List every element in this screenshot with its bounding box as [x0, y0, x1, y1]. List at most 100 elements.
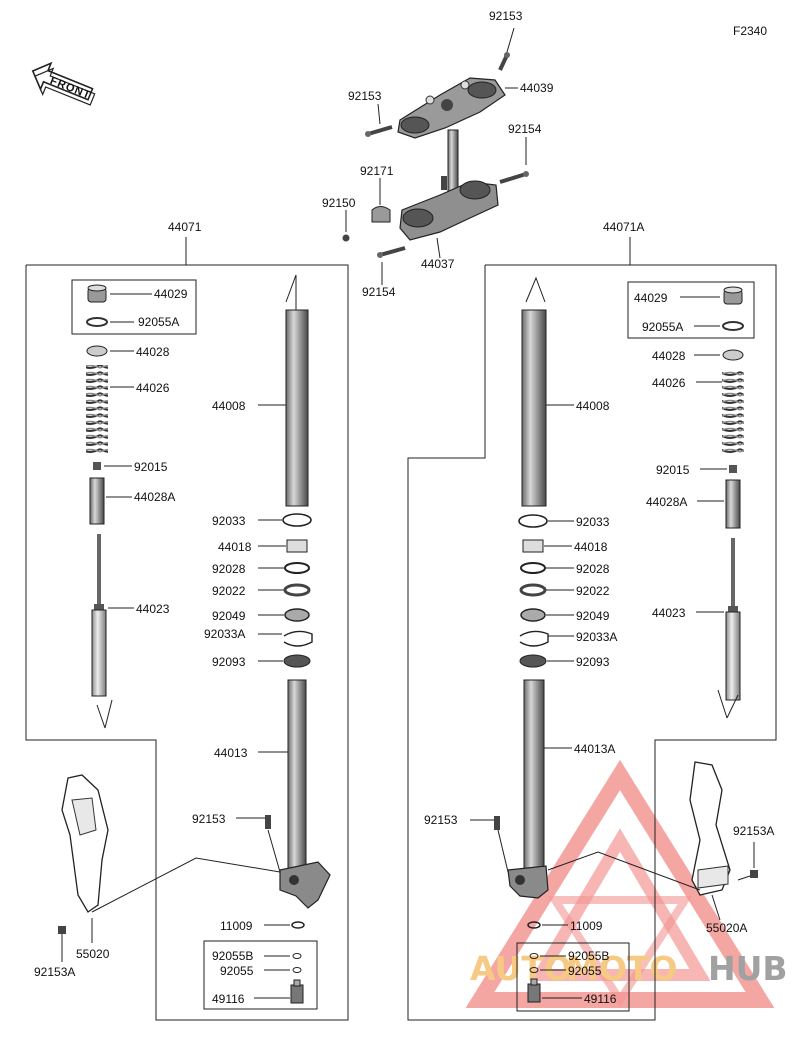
right-label-spring-seat: 44028	[652, 349, 686, 363]
right-label-cap: 44029	[634, 291, 668, 305]
right-label-axle-bolt: 92153	[424, 813, 458, 827]
right-label-oring-bottom: 11009	[570, 919, 603, 933]
right-label-seal: 92049	[576, 609, 610, 623]
right-label-dust-seal: 92093	[576, 655, 610, 669]
label-upper-clamp-bolt: 92153	[348, 89, 382, 103]
right-oring-c-icon	[529, 967, 539, 973]
left-guard-bolt-icon	[58, 926, 66, 934]
left-assembly-outline	[25, 264, 349, 1021]
right-valve-icon	[527, 978, 541, 1003]
left-bushing-icon	[286, 539, 308, 553]
right-fork-guard-icon	[689, 761, 731, 896]
watermark-part3: HUB	[708, 949, 788, 988]
right-guard-bolt-icon	[750, 870, 758, 878]
right-washer-a-icon	[520, 562, 546, 574]
right-label-clip: 92033A	[576, 630, 617, 644]
right-label-oring-cap: 92055A	[642, 320, 683, 334]
left-label-valve: 49116	[212, 992, 245, 1006]
right-cartridge-icon	[725, 538, 741, 701]
right-ring-a-icon	[518, 514, 548, 528]
left-outer-tube-icon	[285, 309, 309, 507]
right-spring-icon	[722, 369, 744, 455]
label-right-assembly: 44071A	[603, 220, 644, 234]
front-arrow-label: FRONT	[48, 75, 92, 102]
left-label-seal: 92049	[212, 609, 246, 623]
right-label-outer-tube: 44008	[576, 399, 610, 413]
left-label-oring-bottom: 11009	[220, 919, 253, 933]
left-washer-a-icon	[284, 562, 310, 574]
left-label-oring-b: 92055B	[212, 949, 253, 963]
right-label-collar: 44028A	[646, 495, 687, 509]
left-valve-icon	[290, 979, 304, 1004]
top-bolt-icon	[498, 52, 510, 71]
left-label-washer-a: 92028	[212, 562, 246, 576]
left-oring-b-icon	[292, 953, 302, 959]
right-fork: 44029 92055A 44028 44026 92015 44028A 44…	[424, 276, 774, 1012]
label-lower-clamp-bolt-right: 92154	[508, 122, 542, 136]
left-valve-box	[203, 940, 318, 1010]
right-label-cartridge: 44023	[652, 606, 686, 620]
left-axle-bolt-icon	[265, 815, 271, 829]
label-left-assembly: 44071	[168, 220, 202, 234]
right-cap-box	[627, 281, 755, 339]
left-label-clip: 92033A	[204, 627, 245, 641]
right-label-inner-tube: 44013A	[574, 742, 615, 756]
left-clip-icon	[283, 630, 313, 647]
left-cartridge-icon	[91, 534, 107, 697]
right-axle-bolt-icon	[494, 816, 500, 830]
clamp-spacer-icon	[371, 206, 391, 223]
right-valve-box	[516, 942, 630, 1012]
right-label-washer-b: 92022	[576, 584, 610, 598]
left-collar-icon	[89, 477, 105, 525]
right-label-washer-a: 92028	[576, 562, 610, 576]
watermark-triangle-icon	[465, 759, 775, 1008]
right-bushing-icon	[522, 539, 544, 553]
left-label-oring-c: 92055	[220, 964, 254, 978]
right-label-valve: 49116	[584, 992, 617, 1006]
upper-clamp-bolt-icon	[365, 125, 393, 137]
left-label-washer-b: 92022	[212, 584, 246, 598]
left-spring-icon	[86, 365, 108, 455]
left-label-inner-tube: 44013	[214, 746, 248, 760]
left-label-spring: 44026	[136, 381, 170, 395]
right-cap-icon	[723, 286, 743, 305]
right-label-spring: 44026	[652, 376, 686, 390]
triple-clamp-group: 92153 44039 92153	[322, 9, 554, 299]
left-inner-tube-icon	[287, 679, 307, 873]
figure-code: F2340	[733, 24, 767, 38]
left-label-oring-cap: 92055A	[138, 315, 179, 329]
right-oring-b-icon	[529, 953, 539, 959]
right-label-ring-a: 92033	[576, 515, 610, 529]
right-nut-icon	[729, 465, 737, 473]
left-label-guard: 55020	[76, 947, 110, 961]
left-cap-box	[71, 279, 197, 335]
label-lower-clamp-bolt-bottom: 92154	[362, 285, 396, 299]
watermark-part2: MOTO	[566, 949, 677, 988]
right-clip-icon	[519, 630, 549, 647]
right-label-bushing: 44018	[574, 540, 608, 554]
right-oring-bottom-icon	[527, 921, 541, 929]
left-fork: 44029 92055A 44028 44026 92015 44028A 44…	[34, 274, 331, 1010]
lower-clamp-bolt-left-icon	[342, 234, 350, 242]
left-label-spring-seat: 44028	[136, 345, 170, 359]
front-arrow-icon: FRONT	[31, 61, 96, 106]
lower-clamp-bolt-bottom-icon	[377, 246, 406, 258]
right-label-guard-bolt: 92153A	[733, 824, 774, 838]
left-nut-icon	[93, 462, 101, 470]
right-washer-b-icon	[519, 583, 547, 597]
right-seal-icon	[520, 608, 546, 622]
right-spring-seat-icon	[722, 349, 744, 361]
label-upper-clamp: 44039	[520, 81, 554, 95]
watermark-part1: AUTO	[470, 949, 572, 988]
left-label-guard-bolt: 92153A	[34, 965, 75, 979]
left-axle-bracket-icon	[279, 861, 331, 909]
left-ring-a-icon	[282, 513, 312, 527]
left-seal-icon	[284, 608, 310, 622]
left-cap-icon	[87, 284, 107, 303]
label-top-bolt: 92153	[489, 9, 523, 23]
right-assembly-outline	[407, 264, 777, 1021]
left-label-axle-bolt: 92153	[192, 812, 226, 826]
right-dust-seal-icon	[519, 654, 547, 668]
left-label-bushing: 44018	[218, 540, 252, 554]
